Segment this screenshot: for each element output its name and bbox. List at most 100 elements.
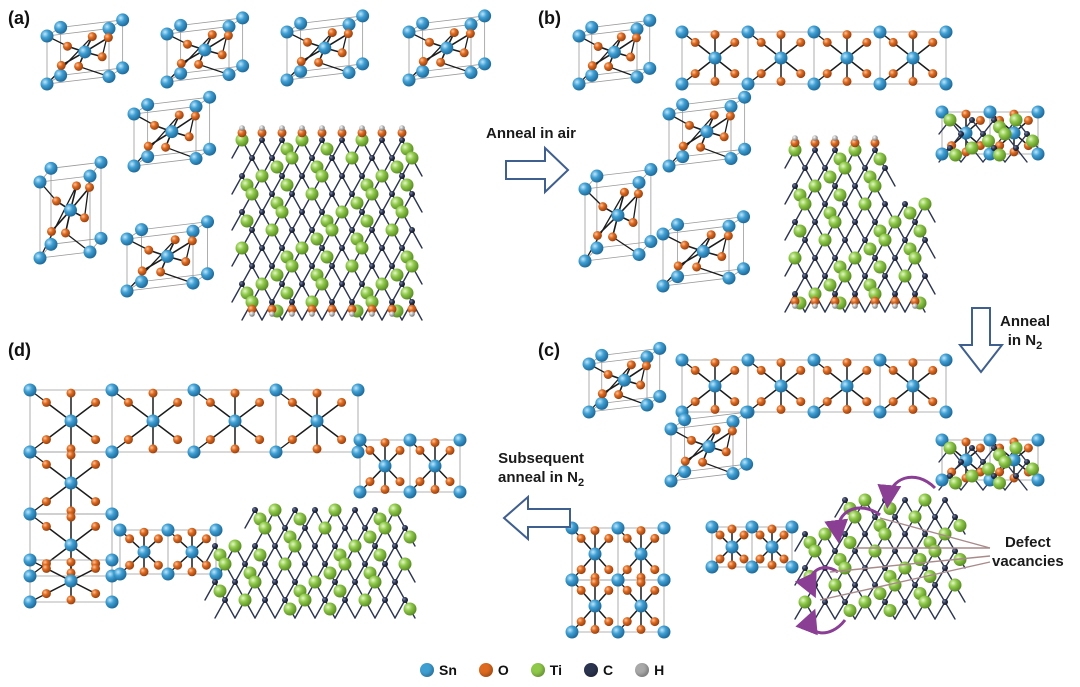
c-atom	[339, 137, 345, 143]
sn-atom	[737, 210, 751, 224]
sn-atom	[269, 445, 283, 459]
ti-atom	[798, 197, 812, 211]
h-atom	[812, 303, 818, 309]
c-atom	[232, 579, 238, 585]
o-atom	[603, 369, 613, 379]
c-atom	[242, 561, 248, 567]
o-atom	[91, 459, 101, 469]
c-atom	[279, 281, 285, 287]
o-atom	[636, 526, 646, 536]
sn-atom	[236, 11, 250, 25]
sn-atom-icon	[420, 663, 434, 677]
sn-atom	[939, 405, 953, 419]
ti-atom	[295, 241, 309, 255]
sn-atom	[64, 538, 78, 552]
ti-atom	[308, 575, 322, 589]
c-atom	[399, 281, 405, 287]
o-atom	[184, 132, 194, 142]
ti-atom	[405, 151, 419, 165]
o-atom	[755, 530, 765, 540]
sn-atom	[873, 405, 887, 419]
sn-atom	[23, 383, 37, 397]
o-atom	[721, 447, 731, 457]
sn-atom	[644, 163, 658, 177]
o-atom	[576, 617, 586, 627]
sn-atom	[726, 415, 740, 429]
o-atom	[277, 128, 287, 138]
c-atom	[991, 117, 997, 123]
c-atom	[212, 579, 218, 585]
o-atom	[626, 360, 636, 370]
c-atom	[872, 514, 878, 520]
o-atom	[415, 477, 425, 487]
c-atom	[359, 173, 365, 179]
sn-atom	[228, 414, 242, 428]
sn-atom	[774, 379, 788, 393]
ti-atom	[265, 223, 279, 237]
h-atom	[852, 135, 858, 141]
o-atom	[123, 435, 133, 445]
sn-atom	[403, 433, 417, 447]
sn-atom	[578, 182, 592, 196]
ti-atom	[878, 233, 892, 247]
o-atom	[690, 365, 700, 375]
o-atom	[424, 37, 434, 47]
c-atom	[292, 507, 298, 513]
c-atom	[872, 219, 878, 225]
o-atom	[395, 477, 405, 487]
o-atom	[187, 527, 197, 537]
sn-atom	[318, 41, 332, 55]
c-atom	[239, 281, 245, 287]
c-atom	[382, 597, 388, 603]
sn-atom	[54, 20, 68, 34]
sn-atom	[873, 77, 887, 91]
o-atom	[686, 435, 696, 445]
o-atom	[690, 397, 700, 407]
o-atom	[66, 512, 76, 522]
c-atom	[969, 117, 975, 123]
vacancy-pointer	[879, 517, 991, 549]
ti-atom	[898, 269, 912, 283]
o-atom	[975, 443, 985, 453]
ti-atom	[278, 557, 292, 571]
o-atom	[650, 565, 660, 575]
o-atom	[690, 69, 700, 79]
sn-atom	[203, 142, 217, 156]
c-atom	[902, 497, 908, 503]
sn-atom	[141, 98, 155, 112]
c-atom	[862, 531, 868, 537]
anneal-n2-line2: in N2	[1007, 332, 1043, 352]
sn-atom	[840, 51, 854, 65]
sn-atom	[595, 348, 609, 362]
c-atom	[942, 599, 948, 605]
sn-atom	[113, 567, 127, 581]
sn-atom	[738, 90, 752, 104]
h-atom	[389, 311, 395, 317]
c-atom	[852, 548, 858, 554]
c-atom	[882, 165, 888, 171]
o-atom	[641, 361, 651, 371]
o-atom	[862, 37, 872, 47]
ti-atom	[943, 441, 957, 455]
sn-atom	[588, 599, 602, 613]
c-atom	[292, 579, 298, 585]
o-atom	[187, 236, 197, 246]
o-atom	[237, 128, 247, 138]
o-atom	[590, 578, 600, 588]
sn-atom	[906, 379, 920, 393]
o-atom	[205, 435, 215, 445]
ti-atom	[305, 187, 319, 201]
o-atom	[41, 589, 51, 599]
c-atom	[399, 137, 405, 143]
sn-atom	[675, 353, 689, 367]
o-atom	[622, 565, 632, 575]
c-atom	[399, 245, 405, 251]
o-atom	[148, 388, 158, 398]
c-atom	[892, 514, 898, 520]
o-atom	[66, 450, 76, 460]
ti-atom	[403, 602, 417, 616]
o-atom	[347, 304, 357, 314]
h-atom	[892, 303, 898, 309]
o-atom	[727, 560, 737, 570]
o-atom	[910, 296, 920, 306]
